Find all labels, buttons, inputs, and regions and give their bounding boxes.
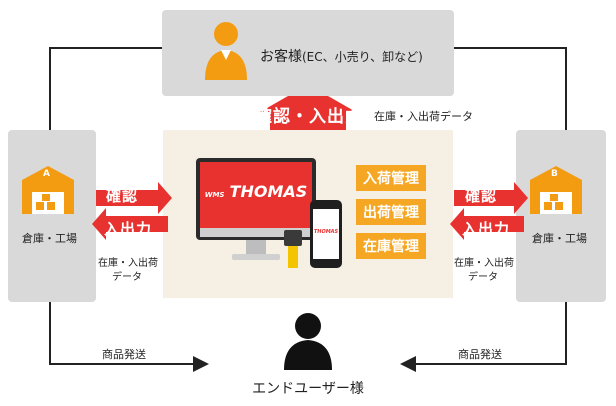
warehouse-right-label: 倉庫・工場 (532, 232, 587, 245)
right-flow-line2: ・ (478, 207, 489, 218)
right-flow-line3: 入出力 (462, 220, 511, 238)
right-flow-line1: 確認 (465, 187, 498, 205)
warehouse-left-panel (8, 130, 96, 302)
phone-logo: THOMAS (313, 229, 339, 235)
left-flow-line3: 入出力 (104, 220, 153, 238)
right-flow-note1: 在庫・入出荷 (454, 258, 514, 269)
shipping-right-label: 商品発送 (458, 348, 502, 361)
warehouse-right-panel (516, 130, 606, 302)
left-flow-note2: データ (112, 272, 142, 283)
shipping-left-label: 商品発送 (102, 348, 146, 361)
logo-main: THOMAS (229, 182, 308, 201)
end-user-label: エンドユーザー様 (252, 381, 364, 397)
warehouse-left-badge: A (43, 169, 50, 179)
customer-subtitle: (EC、小売り、卸など) (302, 50, 423, 64)
menu-receiving: 入荷管理 (356, 165, 426, 191)
menu-shipping: 出荷管理 (356, 199, 426, 225)
right-flow-note2: データ (468, 272, 498, 283)
logo-prefix: WMS (204, 191, 225, 199)
customer-panel (162, 10, 454, 96)
warehouse-right-badge: B (551, 169, 558, 179)
warehouse-left-label: 倉庫・工場 (22, 232, 77, 245)
top-flow-note: 在庫・入出荷データ (374, 110, 473, 123)
left-flow-line1: 確認 (106, 187, 139, 205)
customer-title: お客様 (260, 49, 302, 65)
left-flow-note1: 在庫・入出荷 (98, 258, 158, 269)
monitor-logo: WMS THOMAS (200, 182, 312, 201)
menu-inventory: 在庫管理 (356, 233, 426, 259)
left-flow-line2: ・ (119, 207, 130, 218)
top-flow-badge: 確認・入出力 (255, 107, 363, 127)
customer-label: お客様(EC、小売り、卸など) (260, 46, 423, 66)
